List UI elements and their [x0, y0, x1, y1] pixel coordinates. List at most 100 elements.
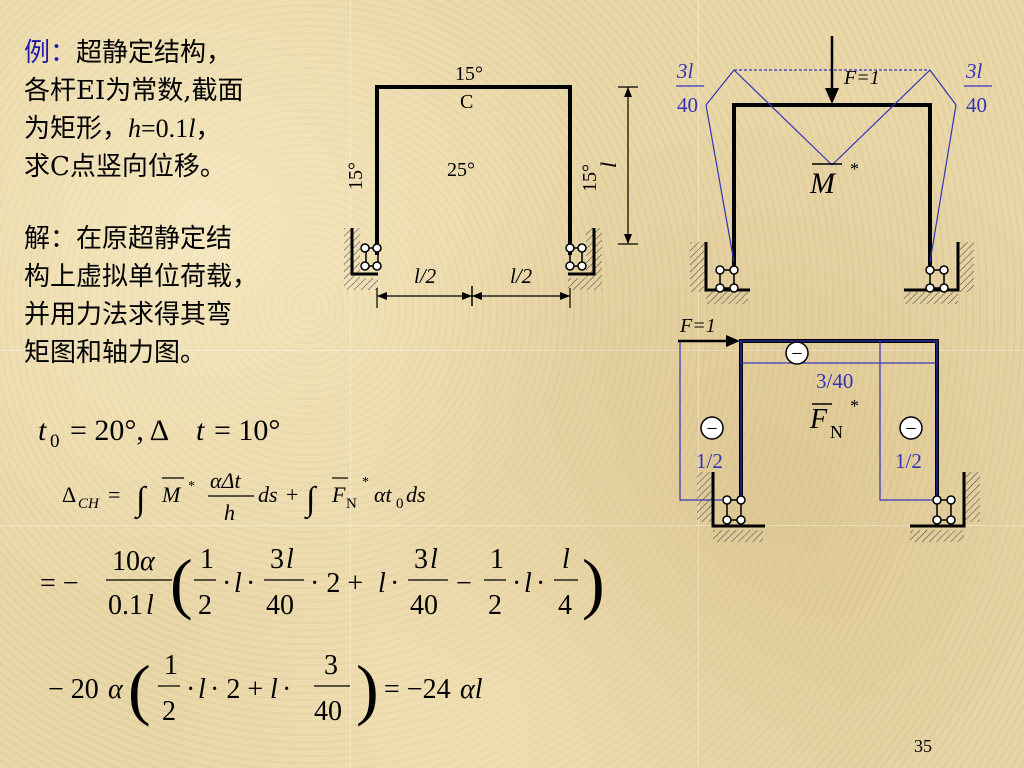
left-moment-denominator: 40 — [677, 93, 698, 117]
svg-text:α: α — [108, 674, 124, 705]
svg-text:l: l — [286, 544, 294, 575]
svg-text:=: = — [108, 482, 120, 507]
svg-text:M: M — [161, 482, 182, 507]
svg-text:0.1: 0.1 — [108, 590, 143, 621]
svg-text:· 2 +: · 2 + — [310, 568, 363, 599]
svg-text:·: · — [390, 568, 399, 599]
svg-text:l: l — [270, 674, 278, 705]
svg-text:(: ( — [128, 651, 151, 727]
right-moment-denominator: 40 — [966, 93, 987, 117]
svg-text:+: + — [286, 482, 298, 507]
half-width-right-label: l/2 — [510, 264, 533, 288]
right-support — [565, 228, 602, 290]
svg-text:− 20: − 20 — [48, 674, 99, 705]
right-axial-value: 1/2 — [895, 449, 922, 473]
temp-left-label: 15° — [345, 162, 367, 190]
svg-text:1: 1 — [490, 544, 504, 575]
svg-text:l: l — [198, 674, 206, 705]
beam-axial-value: 3/40 — [816, 369, 853, 393]
slide-gridline — [0, 525, 1024, 526]
solution-statement: 解：在原超静定结 构上虚拟单位荷载， 并用力法求得其弯 矩图和轴力图。 — [24, 220, 344, 372]
problem-line: 为矩形， — [24, 114, 129, 144]
svg-text:t: t — [38, 414, 47, 447]
minus-sign-beam: − — [785, 341, 809, 365]
svg-text:4: 4 — [558, 590, 572, 621]
svg-text:l: l — [562, 544, 570, 575]
force-arrowhead — [726, 335, 740, 347]
problem-h-value: =0.1 — [141, 114, 189, 143]
svg-text:40: 40 — [266, 590, 294, 621]
svg-text:): ) — [582, 545, 605, 621]
force-label: F=1 — [843, 67, 880, 89]
right-support — [904, 242, 974, 304]
svg-text:ds: ds — [258, 482, 278, 507]
problem-l: l — [188, 114, 196, 143]
half-width-left-label: l/2 — [414, 264, 437, 288]
left-support — [690, 242, 750, 304]
svg-text:= 10°: = 10° — [214, 414, 280, 447]
slide-gridline — [698, 0, 699, 768]
svg-text:2: 2 — [198, 590, 212, 621]
svg-text:·: · — [222, 568, 231, 599]
solution-line: 构上虚拟单位荷载， — [24, 262, 259, 292]
slide-gridline — [350, 0, 351, 768]
svg-text:·: · — [246, 568, 255, 599]
minus-sign-right-column: − — [899, 416, 923, 440]
svg-text:(: ( — [170, 545, 193, 621]
left-axial-value: 1/2 — [696, 449, 723, 473]
equation-displacement: Δ CH = ∫ M * αΔt h ds + ∫ F N * αt 0 ds — [62, 468, 426, 525]
problem-statement: 例：超静定结构， 各杆EI为常数,截面 为矩形，h=0.1l， 求C点竖向位移。 — [24, 34, 344, 186]
svg-text:= −: = − — [40, 568, 79, 599]
temp-top-label: 15° — [455, 63, 483, 85]
svg-text:−: − — [791, 343, 802, 365]
svg-text:αl: αl — [460, 674, 483, 705]
svg-text:αt: αt — [374, 482, 393, 507]
page-number: 35 — [914, 736, 932, 756]
moment-label-star: * — [850, 159, 859, 179]
problem-h: h — [128, 114, 142, 143]
svg-text:α: α — [140, 546, 156, 577]
svg-text:0: 0 — [50, 431, 60, 452]
point-c-label: C — [460, 91, 473, 113]
svg-text:*: * — [188, 479, 195, 494]
svg-text:·: · — [536, 568, 545, 599]
svg-text:·: · — [512, 568, 521, 599]
right-support — [910, 472, 980, 542]
frame-members — [375, 85, 572, 255]
frame-original: 15° C 25° 15° 15° l l/2 l/2 — [344, 63, 638, 308]
svg-text:l: l — [430, 544, 438, 575]
svg-text:= 20°, Δ: = 20°, Δ — [70, 414, 169, 447]
svg-text:CH: CH — [78, 496, 100, 512]
svg-text:10: 10 — [112, 546, 140, 577]
svg-text:l: l — [524, 568, 532, 599]
svg-text:*: * — [362, 475, 369, 490]
force-arrowhead — [825, 88, 839, 104]
height-label: l — [596, 162, 621, 168]
svg-text:−: − — [456, 568, 472, 599]
svg-text:3: 3 — [270, 544, 284, 575]
svg-text:3: 3 — [324, 650, 338, 681]
moment-label: M — [809, 167, 837, 200]
svg-text:F: F — [331, 482, 346, 507]
svg-text:∫: ∫ — [134, 481, 148, 520]
svg-text:3: 3 — [414, 544, 428, 575]
svg-text:·: · — [186, 674, 195, 705]
slide-gridline — [0, 350, 1024, 351]
svg-text:l: l — [378, 568, 386, 599]
minus-sign-left-column: − — [700, 416, 724, 440]
svg-text:αΔt: αΔt — [210, 468, 241, 493]
svg-text:·: · — [282, 674, 291, 705]
svg-text:N: N — [346, 496, 357, 512]
svg-text:1: 1 — [200, 544, 214, 575]
svg-text:): ) — [356, 651, 379, 727]
svg-text:∫: ∫ — [304, 481, 318, 520]
equation-temperatures: t 0 = 20°, Δ t = 10° — [38, 414, 280, 452]
svg-text:· 2 +: · 2 + — [210, 674, 263, 705]
svg-text:0: 0 — [396, 496, 404, 512]
temp-right-label: 15° — [579, 164, 601, 192]
left-support — [344, 228, 382, 290]
svg-text:40: 40 — [410, 590, 438, 621]
